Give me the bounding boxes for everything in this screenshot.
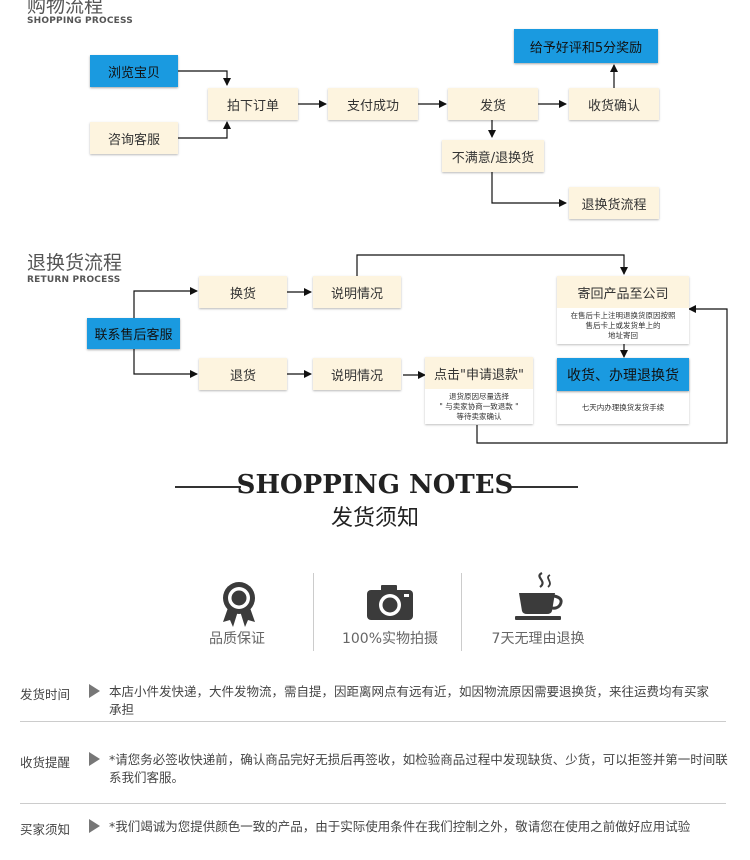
- payment-success-box: 支付成功: [328, 88, 418, 120]
- apply-refund-note: 退货原因尽量选择 " 与卖家协商一致退款 " 等待卖家确认: [425, 392, 533, 422]
- feature-label-quality: 品质保证: [209, 631, 265, 647]
- shipping-notice-subheading: 发货须知: [330, 506, 419, 531]
- policy-text-shipping-time: 本店小件发快递，大件发物流，需自提，因距离网点有远有近，如因物流原因需要退换货，…: [109, 684, 710, 717]
- shopping-process-title: 购物流程: [27, 0, 104, 17]
- triangle-right-icon: [89, 684, 100, 698]
- unsatisfied-return-box: 不满意/退换货: [442, 140, 544, 172]
- ship-box: 发货: [448, 88, 538, 120]
- flow-arrows: [133, 64, 728, 444]
- good-review-box: 给予好评和5分奖励: [514, 29, 658, 63]
- return-flow-box: 退换货流程: [569, 187, 659, 219]
- policy-label-shipping-time: 发货时间: [20, 687, 71, 702]
- explain-refund-box: 说明情况: [313, 358, 401, 390]
- contact-after-sales-box: 联系售后客服: [87, 318, 180, 349]
- receive-note: 七天内办理换货发货手续: [581, 403, 665, 412]
- heading-rule-right: [510, 486, 578, 488]
- feature-label-real-photo: 100%实物拍摄: [341, 631, 439, 647]
- send-back-box: 寄回产品至公司: [557, 276, 689, 308]
- send-note-line: 售后卡上或发货单上的: [585, 321, 661, 330]
- return-process-subtitle: RETURN PROCESS: [27, 275, 121, 285]
- heading-rule-left: [175, 486, 241, 488]
- shopping-notes-heading: SHOPPING NOTES: [236, 470, 514, 500]
- refund-box: 退货: [199, 358, 287, 390]
- coffee-cup-icon: [514, 571, 566, 621]
- return-process-title: 退换货流程: [27, 252, 123, 274]
- policy-text-buyer-notice: *我们竭诚为您提供颜色一致的产品，由于实际使用条件在我们控制之外，敬请您在使用之…: [109, 819, 691, 834]
- feature-label-seven-day-return: 7天无理由退换: [491, 631, 585, 647]
- apply-note-line: " 与卖家协商一致退款 ": [439, 402, 519, 411]
- camera-icon: [366, 583, 414, 621]
- feature-divider: [461, 573, 462, 651]
- shopping-process-subtitle: SHOPPING PROCESS: [27, 16, 133, 26]
- triangle-right-icon: [89, 752, 100, 766]
- triangle-right-icon: [89, 819, 100, 833]
- policy-text-receipt-reminder: *请您务必签收快递前，确认商品完好无损后再签收，如检验商品过程中发现缺货、少货，…: [109, 752, 728, 785]
- apply-note-line: 退货原因尽量选择: [449, 392, 509, 401]
- consult-service-box: 咨询客服: [90, 122, 178, 154]
- place-order-box: 拍下订单: [208, 88, 298, 120]
- browse-items-box: 浏览宝贝: [90, 55, 178, 87]
- send-note-line: 在售后卡上注明退换货原因按照: [570, 311, 676, 320]
- exchange-box: 换货: [199, 276, 287, 308]
- send-note-line: 地址寄回: [608, 331, 638, 340]
- policy-label-receipt-reminder: 收货提醒: [20, 755, 71, 770]
- apply-note-line: 等待卖家确认: [456, 412, 502, 421]
- receive-handle-box: 收货、办理退换货: [557, 358, 689, 391]
- policy-label-buyer-notice: 买家须知: [20, 822, 71, 837]
- policy-divider: [20, 721, 726, 722]
- send-back-note: 在售后卡上注明退换货原因按照 售后卡上或发货单上的 地址寄回: [557, 311, 689, 341]
- apply-refund-box: 点击"申请退款": [425, 357, 533, 389]
- feature-divider: [313, 573, 314, 651]
- award-ribbon-icon: [218, 580, 260, 628]
- policy-divider: [20, 803, 726, 804]
- confirm-receipt-box: 收货确认: [569, 88, 659, 120]
- explain-exchange-box: 说明情况: [313, 276, 401, 308]
